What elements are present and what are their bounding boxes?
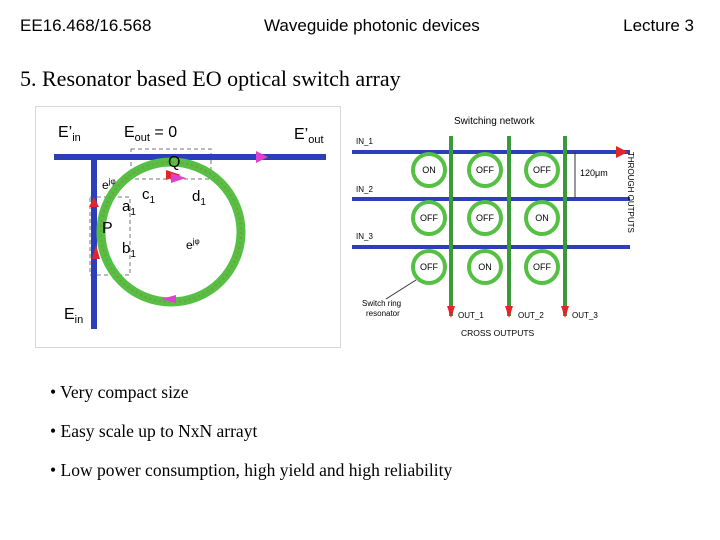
- c1-label: c1: [142, 186, 156, 206]
- ring-state-3-3: OFF: [533, 262, 551, 272]
- ring-1-2: [467, 152, 503, 188]
- slide-title: 5. Resonator based EO optical switch arr…: [20, 66, 401, 91]
- input-waveguide-2: [352, 197, 630, 201]
- left-waveguide: [91, 154, 97, 329]
- cross-arrow-1: [447, 306, 455, 318]
- left-up-arrow: [92, 245, 100, 259]
- ring-resonator-figure: E’in Eout = 0 E’out Q P a1 b1 c1 d1 ejφ …: [35, 106, 341, 348]
- output-waveguide-3: [563, 136, 567, 316]
- ring-2-3: [524, 200, 560, 236]
- output-waveguide-1: [449, 136, 453, 316]
- ring-state-1-2: OFF: [476, 165, 494, 175]
- d1-label: d1: [192, 188, 206, 208]
- q-label: Q: [168, 154, 180, 171]
- ring-texture: [100, 161, 242, 303]
- switch-ring-label-1: Switch ring: [362, 299, 401, 308]
- bullet-item: • Easy scale up to NxN arrayt: [50, 421, 258, 441]
- ring-3-3: [524, 249, 560, 285]
- phase-label-bottom: ejφ: [186, 237, 200, 252]
- top-out-arrow: [256, 151, 268, 163]
- output-waveguide-2: [507, 136, 511, 316]
- output-label-1: OUT_1: [458, 311, 484, 320]
- output-label-3: OUT_3: [572, 311, 598, 320]
- input-waveguide-1: [352, 150, 630, 154]
- bullet-item: • Very compact size: [50, 382, 189, 402]
- pitch-label: 120μm: [580, 168, 608, 178]
- slide-topic: Waveguide photonic devices: [264, 16, 480, 35]
- b1-label: b1: [122, 240, 136, 260]
- ring-1-1: [411, 152, 447, 188]
- input-label-3: IN_3: [356, 232, 373, 241]
- cross-arrow-2: [505, 306, 513, 318]
- bullet-list: • Very compact size • Easy scale up to N…: [50, 382, 452, 499]
- e-in-label: Ein: [64, 306, 83, 326]
- ring-state-2-2: OFF: [476, 213, 494, 223]
- p-coupler-box: [89, 196, 131, 276]
- ring-resonator-diagram: E’in Eout = 0 E’out Q P a1 b1 c1 d1 ejφ …: [54, 124, 326, 329]
- ring-3-1: [411, 249, 447, 285]
- ring-state-2-1: OFF: [420, 213, 438, 223]
- course-code: EE16.468/16.568: [20, 16, 152, 35]
- e-in-prime-label: E’in: [58, 124, 81, 144]
- switch-ring-label-2: resonator: [366, 309, 400, 318]
- through-arrow-1: [616, 146, 628, 158]
- input-label-2: IN_2: [356, 185, 373, 194]
- switching-network-figure: Switching network IN_1 IN_2 IN_3 ON OFF: [346, 106, 656, 346]
- network-title: Switching network: [454, 116, 536, 127]
- output-label-2: OUT_2: [518, 311, 544, 320]
- p-label: P: [102, 220, 113, 237]
- ring-2-1: [411, 200, 447, 236]
- ring-2-2: [467, 200, 503, 236]
- callout-line: [385, 279, 417, 300]
- ring-grid: [411, 152, 560, 285]
- phase-label-top: ejφ: [102, 177, 116, 192]
- ring-state-3-2: ON: [478, 262, 492, 272]
- ring-top-pink-arrow: [171, 173, 186, 183]
- ring-state-2-3: ON: [535, 213, 549, 223]
- e-out-prime-label: E’out: [294, 126, 324, 146]
- ring-state-3-1: OFF: [420, 262, 438, 272]
- top-waveguide: [54, 154, 326, 160]
- lecture-number: Lecture 3: [623, 16, 694, 35]
- ring-bottom-arrow: [161, 295, 176, 303]
- ring-state-1-1: ON: [422, 165, 436, 175]
- ring-3-2: [467, 249, 503, 285]
- cross-arrow-3: [561, 306, 569, 318]
- ring-state-1-3: OFF: [533, 165, 551, 175]
- cross-outputs-label: CROSS OUTPUTS: [461, 328, 535, 338]
- left-top-arrow: [89, 197, 99, 207]
- a1-label: a1: [122, 198, 136, 218]
- through-outputs-label: THROUGH OUTPUTS: [626, 152, 635, 233]
- ring-1-3: [524, 152, 560, 188]
- input-label-1: IN_1: [356, 137, 373, 146]
- switching-network-diagram: Switching network IN_1 IN_2 IN_3 ON OFF: [352, 116, 635, 338]
- bullet-item: • Low power consumption, high yield and …: [50, 460, 453, 480]
- input-waveguide-3: [352, 245, 630, 249]
- e-out-label: Eout = 0: [124, 124, 177, 144]
